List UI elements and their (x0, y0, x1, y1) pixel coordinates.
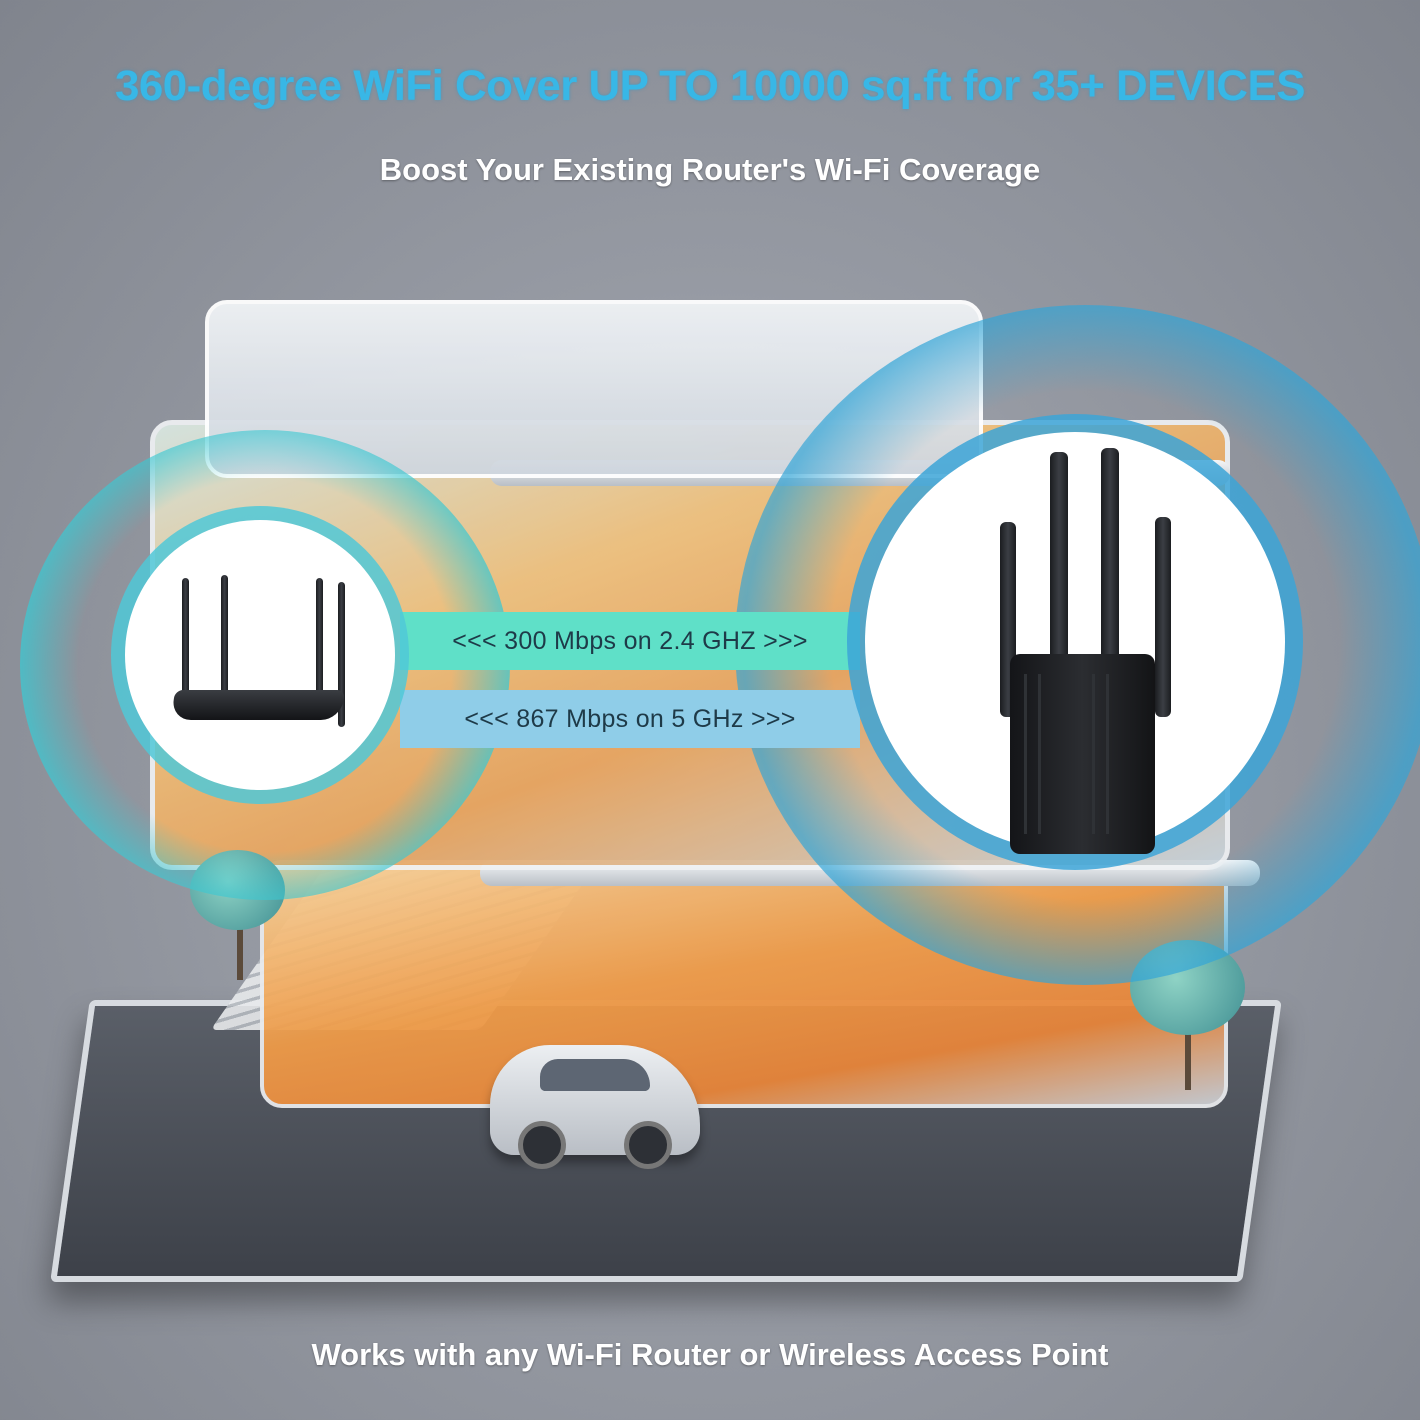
antenna (1050, 452, 1068, 667)
car-window (540, 1059, 650, 1091)
vent-line (1024, 674, 1027, 834)
headline: 360-degree WiFi Cover UP TO 10000 sq.ft … (115, 62, 1305, 110)
router-badge (125, 520, 395, 790)
speed-band-5ghz: <<< 867 Mbps on 5 GHz >>> (400, 690, 860, 748)
antenna (1155, 517, 1171, 717)
speed-label-2-4ghz: <<< 300 Mbps on 2.4 GHZ >>> (452, 626, 808, 655)
vent-line (1092, 674, 1095, 834)
vent-line (1038, 674, 1041, 834)
tree-trunk (237, 900, 243, 980)
antenna (316, 578, 323, 703)
extender-body (1010, 654, 1155, 854)
router-body (170, 690, 346, 720)
antenna (182, 578, 189, 703)
vent-line (1106, 674, 1109, 834)
subheadline: Boost Your Existing Router's Wi-Fi Cover… (379, 152, 1041, 187)
antenna (338, 582, 345, 727)
extender-badge (865, 432, 1285, 854)
speed-band-2-4ghz: <<< 300 Mbps on 2.4 GHZ >>> (400, 612, 860, 670)
compatibility-note: Works with any Wi-Fi Router or Wireless … (311, 1337, 1109, 1372)
tree-trunk (1185, 1000, 1191, 1090)
car-wheel (518, 1121, 566, 1169)
antenna (221, 575, 228, 700)
car (490, 1045, 700, 1169)
antenna (1101, 448, 1119, 663)
speed-label-5ghz: <<< 867 Mbps on 5 GHz >>> (464, 704, 796, 733)
car-wheel (624, 1121, 672, 1169)
